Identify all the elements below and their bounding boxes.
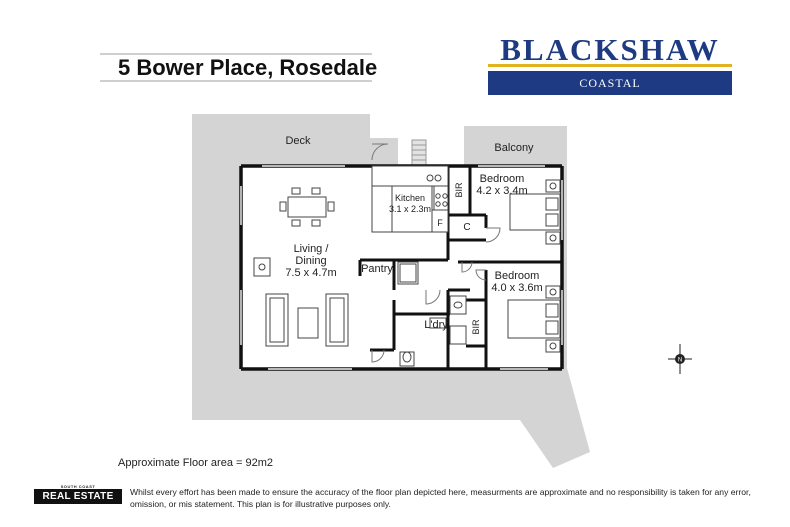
bed-1 <box>509 179 561 245</box>
label-cupboard: C <box>463 222 470 233</box>
brand-logo-name: BLACKSHAW <box>500 32 720 67</box>
disclaimer: Whilst every effort has been made to ens… <box>130 487 751 509</box>
label-kitchen-size: 3.1 x 2.3m <box>389 204 431 214</box>
laundry-fittings <box>397 261 467 367</box>
heater <box>253 257 271 277</box>
label-laundry: L'dry <box>424 319 448 331</box>
label-pantry: Pantry <box>361 263 393 275</box>
door-swings <box>371 227 501 363</box>
label-fridge: F <box>437 218 443 228</box>
header-rule-bottom <box>100 80 372 82</box>
lounge-suite <box>265 293 349 347</box>
interior-walls <box>358 166 562 369</box>
logo-main-text: REAL ESTATE MEDIA <box>34 489 122 517</box>
brand-logo-bar <box>488 64 732 67</box>
label-living-size: 7.5 x 4.7m <box>285 267 336 279</box>
dining-table <box>279 187 335 227</box>
brand-logo-tagline: COASTAL <box>488 71 732 95</box>
label-bedroom-1-size: 4.2 x 3.4m <box>476 185 527 197</box>
label-balcony: Balcony <box>494 142 534 154</box>
label-bedroom-2: Bedroom <box>495 270 540 282</box>
compass-label: N <box>678 358 682 364</box>
label-kitchen: Kitchen <box>395 193 425 203</box>
label-bir-2: BIR <box>471 319 481 335</box>
label-living-2: Dining <box>295 255 326 267</box>
label-bir-1: BIR <box>454 182 464 198</box>
kitchen-cabinets <box>371 165 449 233</box>
header-rule-top <box>100 53 372 55</box>
property-address: 5 Bower Place, Rosedale <box>118 55 378 80</box>
bed-2 <box>507 285 561 353</box>
label-living-1: Living / <box>294 243 330 255</box>
floor-area: Approximate Floor area = 92m2 <box>118 457 273 469</box>
deck-door-swing <box>371 143 389 161</box>
north-compass-icon: N <box>668 344 692 374</box>
deck-stairs <box>411 139 427 167</box>
label-bedroom-2-size: 4.0 x 3.6m <box>491 282 542 294</box>
logo-small-text: SOUTH COAST <box>60 484 96 489</box>
label-bedroom-1: Bedroom <box>480 173 525 185</box>
label-deck: Deck <box>285 135 311 147</box>
window-frames <box>240 165 563 370</box>
real-estate-media-logo: SOUTH COAST REAL ESTATE MEDIA <box>34 484 122 517</box>
